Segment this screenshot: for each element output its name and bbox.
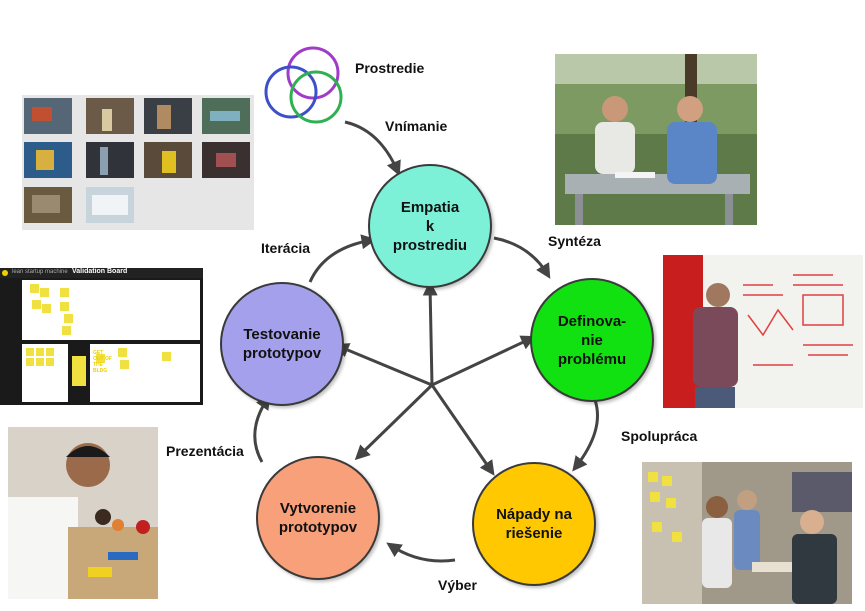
arrow-synteza bbox=[493, 236, 551, 279]
validation-board-image: lean startup machine Validation Board GE… bbox=[0, 268, 203, 405]
arrow-star-left bbox=[333, 343, 433, 387]
photo-thumbnail-grid bbox=[22, 95, 254, 230]
photo-whiteboard bbox=[663, 255, 863, 408]
brand-logo-icon bbox=[2, 270, 8, 276]
arrow-star-bottom-right bbox=[430, 384, 495, 476]
label-prostredie: Prostredie bbox=[355, 60, 425, 76]
label-vyber: Výber bbox=[438, 577, 477, 593]
arrow-star-right bbox=[431, 335, 537, 387]
arrow-vyber bbox=[386, 542, 456, 563]
validation-board-brand: lean startup machine bbox=[12, 269, 68, 275]
validation-board-cta: GET OUT OF THE BLDG bbox=[93, 350, 112, 374]
arrow-prezentacia bbox=[253, 394, 271, 463]
thumbnail-tiles bbox=[24, 98, 250, 223]
arrow-spolupraca bbox=[572, 399, 599, 472]
label-synteza: Syntéza bbox=[548, 233, 601, 249]
arrow-star-top bbox=[422, 280, 438, 386]
label-iteracia: Iterácia bbox=[261, 240, 311, 256]
photo-prototyping bbox=[8, 427, 158, 599]
arrow-vnimanie bbox=[344, 120, 401, 177]
arrow-star-bottom-left bbox=[354, 383, 434, 461]
arrow-iteracia bbox=[308, 234, 377, 283]
rings-icon bbox=[264, 46, 343, 124]
label-prezentacia: Prezentácia bbox=[166, 443, 244, 459]
photo-collaboration bbox=[642, 462, 852, 604]
label-vnimanie: Vnímanie bbox=[385, 118, 448, 134]
label-spolupraca: Spolupráca bbox=[621, 428, 698, 444]
photo-interview-outdoors bbox=[555, 54, 757, 225]
validation-board-title: Validation Board bbox=[72, 268, 128, 275]
